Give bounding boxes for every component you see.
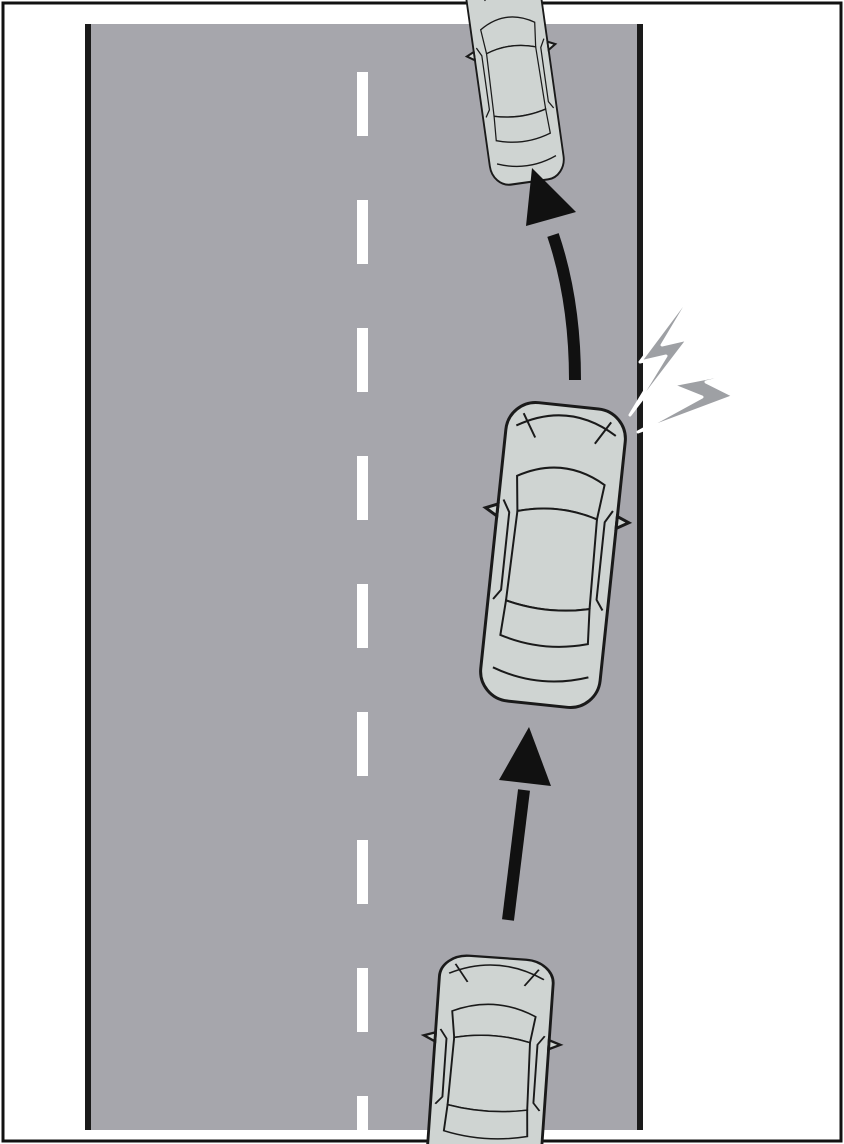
lane-dash: [357, 1096, 368, 1130]
lane-dash: [357, 712, 368, 776]
lane-center-dashes: [357, 72, 368, 1130]
lane-dash: [357, 584, 368, 648]
lane-dash: [357, 840, 368, 904]
lane-dash: [357, 456, 368, 520]
lane-dash: [357, 200, 368, 264]
lane-dash: [357, 328, 368, 392]
lane-dash: [357, 72, 368, 136]
lane-dash: [357, 968, 368, 1032]
